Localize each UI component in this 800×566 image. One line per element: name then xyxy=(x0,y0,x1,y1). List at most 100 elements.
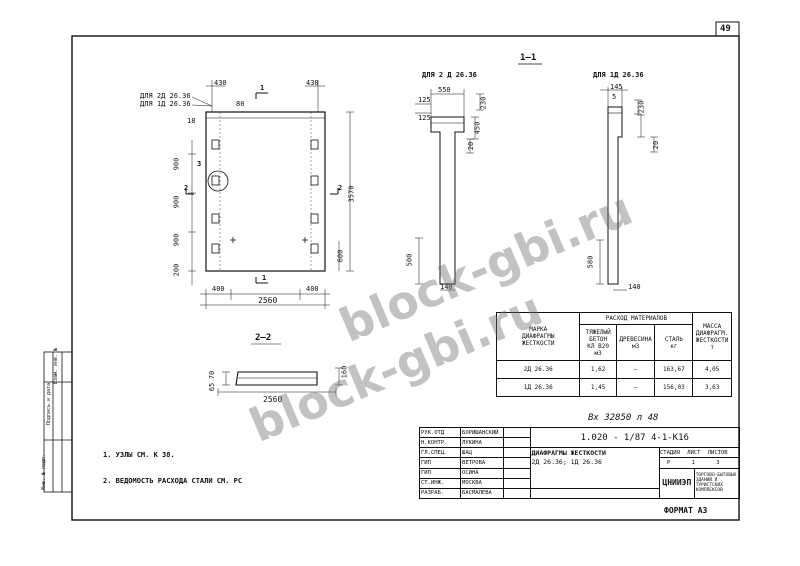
sheet-value: 1 xyxy=(691,459,695,466)
dim-200: 200 xyxy=(172,263,181,277)
col-concrete-h2: БЕТОН xyxy=(589,335,608,343)
dim-5: 5 xyxy=(612,93,617,101)
col-concrete-h1: ТЯЖЕЛЫЙ xyxy=(585,328,611,336)
role-6: РАЗРАБ. xyxy=(418,487,462,500)
drawing-notes: 1. УЗЛЫ СМ. К 38. 2. ВЕДОМОСТЬ РАСХОДА С… xyxy=(103,442,242,494)
col-concrete-header: ТЯЖЕЛЫЙ БЕТОН КЛ В20 м3 xyxy=(579,324,617,361)
title-filler xyxy=(529,487,660,500)
role-1: Н.КОНТР. xyxy=(418,437,462,449)
dim-s22-70: 70 xyxy=(208,370,217,380)
page-number: 49 xyxy=(720,24,731,34)
view-title-1-1: 1—1 xyxy=(520,53,537,63)
role-3: ГИП xyxy=(418,457,462,469)
section-2-2 xyxy=(217,343,343,396)
col-mark-h1: МАРКА xyxy=(529,326,548,333)
role-5: СТ.ИНЖ. xyxy=(418,477,462,489)
dim-230-a: 230 xyxy=(479,96,488,110)
title-cell: ДИАФРАГМЫ ЖЕСТКОСТИ 2Д 26.36; 1Д 26.36 xyxy=(529,447,660,489)
note-1: 1. УЗЛЫ СМ. К 38. xyxy=(103,451,175,459)
dim-bottom-400-right: 400 xyxy=(306,285,319,293)
cell-mass: 4,05 xyxy=(692,360,732,379)
h-sheet: ЛИСТ xyxy=(687,449,701,456)
cell-mass: 3,63 xyxy=(692,378,732,397)
dim-600-right: 600 xyxy=(336,249,345,263)
sig-1 xyxy=(503,437,531,449)
role-2: ГЛ.СПЕЦ. xyxy=(418,447,462,459)
name-4: ОСИНА xyxy=(460,467,505,479)
cut-2-right: 2 xyxy=(338,184,343,192)
materials-table: МАРКА ДИАФРАГМЫ ЖЕСТКОСТИ РАСХОД МАТЕРИА… xyxy=(495,312,732,397)
col-concrete-h4: м3 xyxy=(594,349,602,357)
table-row: 2Д 26.36 1,62 — 163,67 4,05 xyxy=(495,360,732,379)
dim-230-b: 230 xyxy=(637,100,646,114)
mark-label-1d: ДЛЯ 1Д 26.36 xyxy=(140,100,191,108)
stamp-signature-date: Подпись и дата xyxy=(46,382,53,426)
dim-140-a: 140 xyxy=(440,283,453,291)
view-title-2-2: 2—2 xyxy=(255,333,272,343)
sheets-value: 3 xyxy=(716,459,720,466)
cell-concrete: 1,62 xyxy=(579,360,617,379)
dim-900-c: 900 xyxy=(172,233,181,247)
col-mark-h2: ДИАФРАГМЫ xyxy=(521,333,555,340)
h-stage: СТАДИЯ xyxy=(659,449,680,456)
name-3: ВЕТРОВА xyxy=(460,457,505,469)
col-wood-h2: м3 xyxy=(631,342,640,350)
dim-580: 580 xyxy=(586,255,595,269)
profile-1d xyxy=(596,87,658,291)
col-mass-h3: ЖЕСТКОСТИ xyxy=(695,336,729,344)
doc-title: ДИАФРАГМЫ ЖЕСТКОСТИ xyxy=(531,449,606,458)
dim-s22-width: 2560 xyxy=(263,395,283,404)
profile-2d xyxy=(415,89,484,291)
dim-500: 500 xyxy=(405,253,414,267)
sheet-frame xyxy=(71,35,740,521)
col-steel-header: СТАЛЬ кг xyxy=(654,324,694,361)
stage-values: Р 1 3 xyxy=(658,457,741,469)
cell-steel: 156,03 xyxy=(654,378,694,397)
table-row: 1Д 26.36 1,45 — 156,03 3,63 xyxy=(495,378,732,397)
stamp-inv-no: Инв. № подл. xyxy=(41,453,48,491)
cut-1-top: 1 xyxy=(260,84,265,92)
profile-label-2d: ДЛЯ 2 Д 26.36 xyxy=(422,71,477,79)
dim-900-a: 900 xyxy=(172,157,181,171)
side-stamp xyxy=(43,351,73,493)
dim-top-right: 430 xyxy=(306,79,319,87)
org-name: ЦНИИЭП xyxy=(658,467,695,500)
dim-550: 550 xyxy=(438,86,451,94)
doc-code: 1.020 - 1/87 4-1-К16 xyxy=(529,426,741,449)
col-steel-h2: кг xyxy=(670,342,678,350)
col-concrete-h3: КЛ В20 xyxy=(587,342,609,350)
col-mark-h3: ЖЕСТКОСТИ xyxy=(521,340,555,347)
cell-steel: 163,67 xyxy=(654,360,694,379)
dim-bottom-400-left: 400 xyxy=(212,285,225,293)
sig-4 xyxy=(503,467,531,479)
col-wood-header: ДРЕВЕСИНА м3 xyxy=(615,324,656,361)
dim-total-height: 3570 xyxy=(347,185,356,203)
dim-125-b: 125 xyxy=(418,114,431,122)
sig-2 xyxy=(503,447,531,459)
col-mass-header: МАССА ДИАФРАГМ. ЖЕСТКОСТИ т xyxy=(692,312,732,361)
dim-80: 80 xyxy=(236,100,245,108)
dim-145: 145 xyxy=(610,83,623,91)
note-2: 2. ВЕДОМОСТЬ РАСХОДА СТАЛИ СМ. РС xyxy=(103,477,243,485)
dim-140-b: 140 xyxy=(628,283,641,291)
doc-subtitle: 2Д 26.36; 1Д 26.36 xyxy=(531,458,602,467)
name-5: МОСКВА xyxy=(460,477,505,489)
col-wood-h1: ДРЕВЕСИНА xyxy=(619,335,652,343)
role-0: РУК.ОТД xyxy=(418,426,462,439)
dim-125-a: 125 xyxy=(418,96,431,104)
front-view xyxy=(185,80,354,309)
dim-width-2560: 2560 xyxy=(258,296,278,305)
col-steel-h1: СТАЛЬ xyxy=(664,335,683,343)
cell-mark: 1Д 26.36 xyxy=(495,378,581,397)
inventory-note: Вх 32850 л 48 xyxy=(588,413,659,423)
format-label: ФОРМАТ А3 xyxy=(664,506,708,515)
dim-18: 18 xyxy=(187,117,196,125)
col-mass-h1: МАССА xyxy=(703,322,722,330)
org-desc: ТОРГОВО-БЫТОВЫХ ЗДАНИЙ И ТУРИСТСКИХ КОМП… xyxy=(693,467,741,500)
sig-5 xyxy=(503,477,531,489)
col-materials-header: РАСХОД МАТЕРИАЛОВ xyxy=(579,312,694,325)
cell-wood: — xyxy=(615,360,656,379)
title-block: РУК.ОТД БОРИШАНСКИЙ 1.020 - 1/87 4-1-К16… xyxy=(418,426,741,500)
stage-value: Р xyxy=(666,459,671,466)
